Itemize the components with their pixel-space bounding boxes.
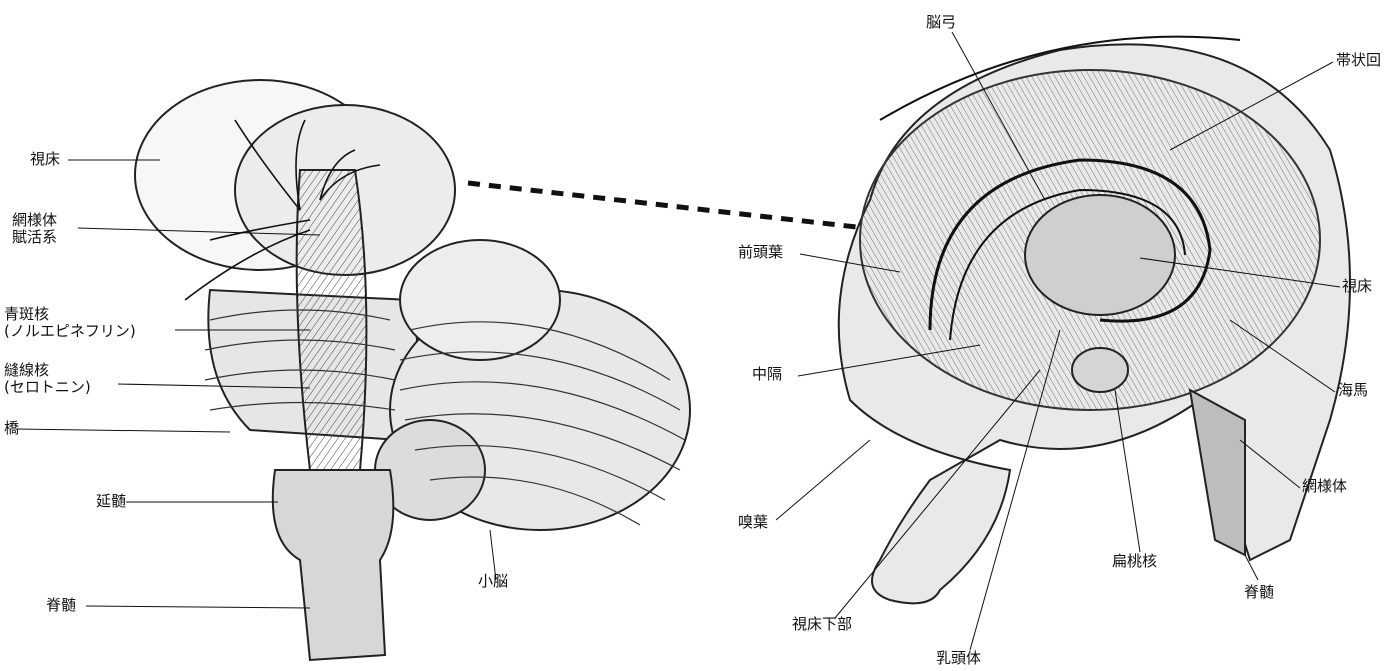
label-medulla: 延髄 xyxy=(96,493,126,510)
label-pons: 橋 xyxy=(4,420,19,437)
label-cingulate-gyrus: 帯状回 xyxy=(1336,52,1381,69)
label-hypothalamus: 視床下部 xyxy=(792,616,852,633)
label-reticular-formation-right: 網様体 xyxy=(1302,478,1347,495)
label-raphe-nucleus: 縫線核 (セロトニン) xyxy=(4,362,91,397)
label-raphe-line2: (セロトニン) xyxy=(4,379,91,396)
label-reticular-line2: 賦活系 xyxy=(12,229,57,246)
brainstem-drawing xyxy=(135,80,690,660)
label-locus-coeruleus: 青斑核 (ノルエピネフリン) xyxy=(4,306,136,341)
label-mammillary-body: 乳頭体 xyxy=(936,650,981,667)
label-frontal-lobe: 前頭葉 xyxy=(738,244,783,261)
label-amygdala: 扁桃核 xyxy=(1112,553,1157,570)
head-drawing xyxy=(839,44,1350,603)
label-fornix: 脳弓 xyxy=(926,14,956,31)
label-olfactory-lobe: 嗅葉 xyxy=(738,514,768,531)
label-thalamus-right: 視床 xyxy=(1342,278,1372,295)
label-raphe-line1: 縫線核 xyxy=(4,362,91,379)
label-spinal-cord-left: 脊髄 xyxy=(46,597,76,614)
label-spinal-cord-right: 脊髄 xyxy=(1244,584,1274,601)
label-hippocampus: 海馬 xyxy=(1338,382,1368,399)
label-cerebellum: 小脳 xyxy=(478,573,508,590)
label-reticular-activating-system: 網様体 賦活系 xyxy=(12,212,57,247)
label-locus-line2: (ノルエピネフリン) xyxy=(4,323,136,340)
label-septum: 中隔 xyxy=(752,366,782,383)
label-reticular-line1: 網様体 xyxy=(12,212,57,229)
label-thalamus-left: 視床 xyxy=(30,151,60,168)
label-locus-line1: 青斑核 xyxy=(4,306,136,323)
